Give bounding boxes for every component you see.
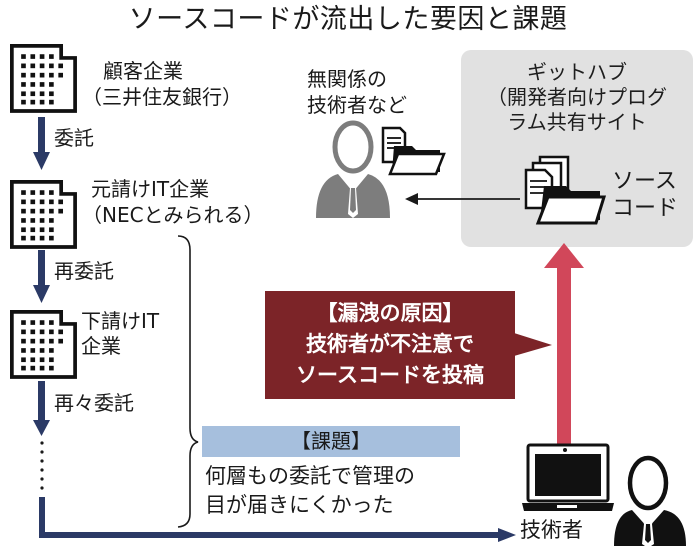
source-code-line1: ソース — [612, 169, 677, 194]
building-icon-client — [10, 44, 77, 113]
arrow-leak-head — [405, 193, 418, 205]
issue-body: 何層もの委託で管理の 目が届きにくかった — [205, 462, 415, 520]
prime-contractor-name: 元請けIT企業 — [91, 177, 210, 201]
ellipsis-dots — [40, 441, 44, 490]
upload-arrow-head — [544, 243, 584, 268]
cause-callout: 【漏洩の原因】 技術者が不注意で ソースコードを投稿 — [265, 291, 515, 399]
step-rereentrust-label: 再々委託 — [54, 391, 134, 415]
arrow-to-engineer — [39, 497, 500, 538]
building-icon-sub — [10, 309, 77, 379]
cause-callout-pointer — [514, 333, 552, 356]
arrow-reentrust-head — [33, 285, 50, 303]
source-code-folder-icon — [524, 155, 607, 225]
arrow-rereentrust-head — [33, 420, 50, 436]
cause-line2: ソースコードを投稿 — [296, 363, 484, 387]
client-detail: （三井住友銀行） — [82, 85, 242, 109]
issue-line2: 目が届きにくかった — [205, 493, 394, 517]
cause-line1: 技術者が不注意で — [306, 332, 474, 356]
arrow-entrust-head — [33, 152, 50, 170]
engineer-label: 技術者 — [520, 518, 583, 542]
arrow-reentrust-shaft — [38, 250, 45, 288]
upload-arrow-shaft — [557, 265, 571, 447]
issue-line1: 何層もの委託で管理の — [205, 464, 415, 488]
client-name: 顧客企業 — [103, 59, 183, 83]
arrow-rereentrust-shaft — [38, 381, 45, 423]
issue-heading: 【課題】 — [202, 426, 460, 457]
arrow-entrust-shaft — [38, 117, 45, 155]
github-desc-line2: ラム共有サイト — [507, 110, 647, 134]
github-name: ギットハブ — [527, 60, 627, 84]
subcontractor-name-line2: 企業 — [81, 334, 121, 358]
cause-heading: 【漏洩の原因】 — [316, 301, 464, 325]
step-reentrust-label: 再委託 — [54, 259, 114, 283]
arrow-to-engineer-head — [498, 528, 516, 542]
leaked-folder-icon — [381, 126, 446, 176]
github-desc-line1: （開発者向けプログ — [487, 85, 667, 109]
subcontractor-name-line1: 下請けIT — [81, 309, 160, 333]
laptop-icon — [522, 443, 614, 511]
source-code-line2: コード — [612, 196, 679, 221]
unrelated-line1: 無関係の — [307, 67, 387, 91]
step-entrust-label: 委託 — [54, 126, 94, 150]
unrelated-person-icon — [316, 120, 390, 218]
curly-brace — [177, 235, 199, 528]
github-description: ギットハブ （開発者向けプログ ラム共有サイト — [461, 60, 693, 135]
prime-contractor-detail: （NECとみられる） — [82, 203, 264, 227]
unrelated-line2: 技術者など — [307, 93, 407, 117]
building-icon-prime — [10, 180, 77, 249]
diagram-title: ソースコードが流出した要因と課題 — [128, 4, 568, 35]
engineer-person-icon — [614, 455, 686, 548]
